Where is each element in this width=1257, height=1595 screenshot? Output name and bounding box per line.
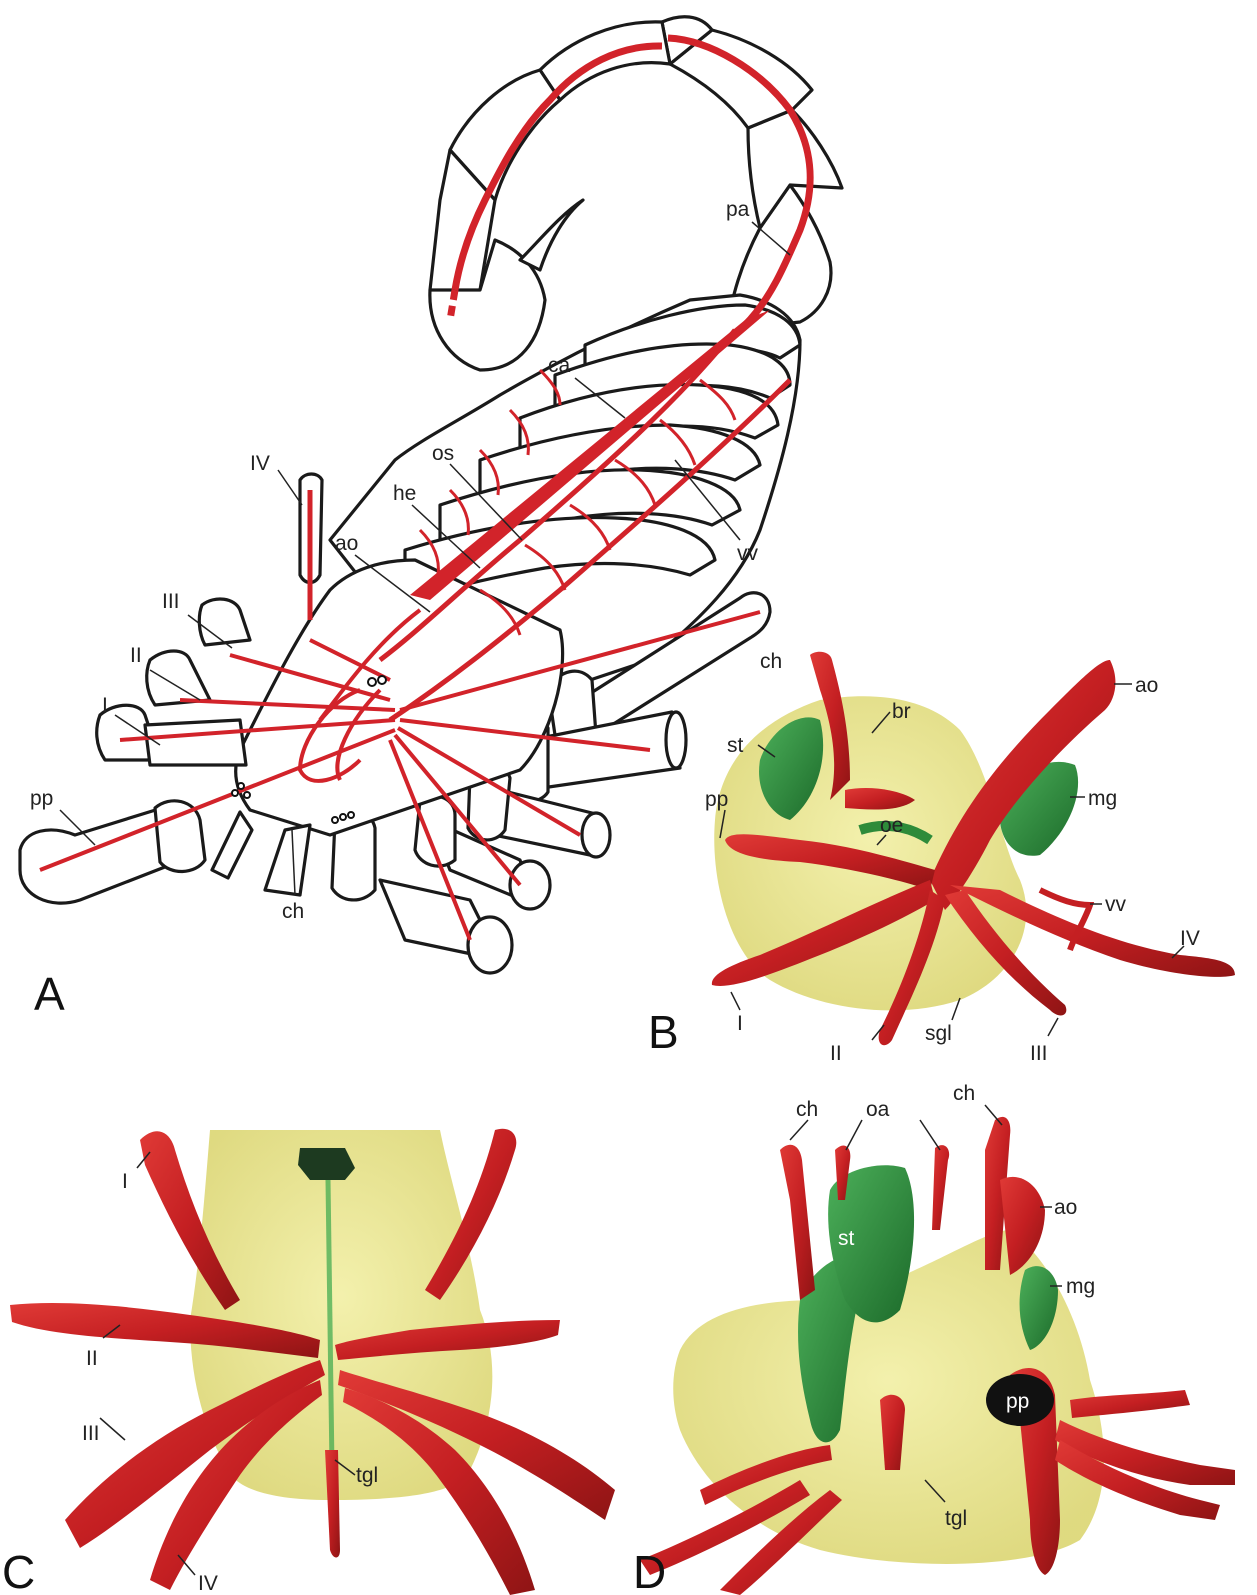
label-ao: ao xyxy=(335,532,358,555)
label-d-mg: mg xyxy=(1066,1275,1095,1298)
label-leg-iv: IV xyxy=(250,452,270,475)
panel-label-a: A xyxy=(34,968,65,1020)
panel-label-d: D xyxy=(633,1546,666,1595)
label-b-vv: vv xyxy=(1105,893,1127,916)
label-leg-iii: III xyxy=(162,590,180,613)
label-vv: vv xyxy=(737,542,759,565)
label-leg-ii: II xyxy=(130,644,142,667)
panel-c-reconstruction: I II III IV tgl C xyxy=(2,1129,615,1595)
panel-d-reconstruction: ch oa ch ao st mg pp tgl D xyxy=(633,1082,1235,1595)
label-b-pp: pp xyxy=(705,788,728,811)
label-c-iv: IV xyxy=(198,1572,218,1595)
label-b-mg: mg xyxy=(1088,787,1117,810)
label-b-ch: ch xyxy=(760,650,782,673)
panel-label-b: B xyxy=(648,1006,679,1058)
label-d-ao: ao xyxy=(1054,1196,1077,1219)
label-b-iv: IV xyxy=(1180,927,1200,950)
label-b-i: I xyxy=(737,1012,743,1035)
label-b-br: br xyxy=(892,700,911,723)
label-c-i: I xyxy=(122,1170,128,1193)
label-pp: pp xyxy=(30,787,53,810)
label-ca: ca xyxy=(548,354,571,377)
label-b-iii: III xyxy=(1030,1042,1048,1065)
label-b-ii: II xyxy=(830,1042,842,1065)
label-leg-i: I xyxy=(102,694,108,717)
panel-label-c: C xyxy=(2,1546,35,1595)
chelicera-left xyxy=(212,812,252,878)
label-ch: ch xyxy=(282,900,304,923)
label-b-oe: oe xyxy=(880,814,903,837)
label-d-ch-right: ch xyxy=(953,1082,975,1105)
label-pa: pa xyxy=(726,198,750,221)
label-d-tgl: tgl xyxy=(945,1507,967,1530)
label-b-sgl: sgl xyxy=(925,1022,952,1045)
label-he: he xyxy=(393,482,416,505)
label-c-tgl: tgl xyxy=(356,1464,378,1487)
label-b-ao: ao xyxy=(1135,674,1158,697)
label-d-oa: oa xyxy=(866,1098,890,1121)
label-d-st: st xyxy=(838,1227,855,1250)
label-d-ch-left: ch xyxy=(796,1098,818,1121)
chelicera-right xyxy=(265,825,310,895)
label-c-iii: III xyxy=(82,1422,100,1445)
label-b-st: st xyxy=(727,734,744,757)
panel-b-reconstruction: ch ao br st pp oe mg vv IV I II sgl III … xyxy=(648,650,1235,1065)
label-d-pp: pp xyxy=(1006,1390,1029,1413)
oesophagus-c xyxy=(298,1148,355,1180)
label-os: os xyxy=(432,442,454,465)
label-c-ii: II xyxy=(86,1347,98,1370)
